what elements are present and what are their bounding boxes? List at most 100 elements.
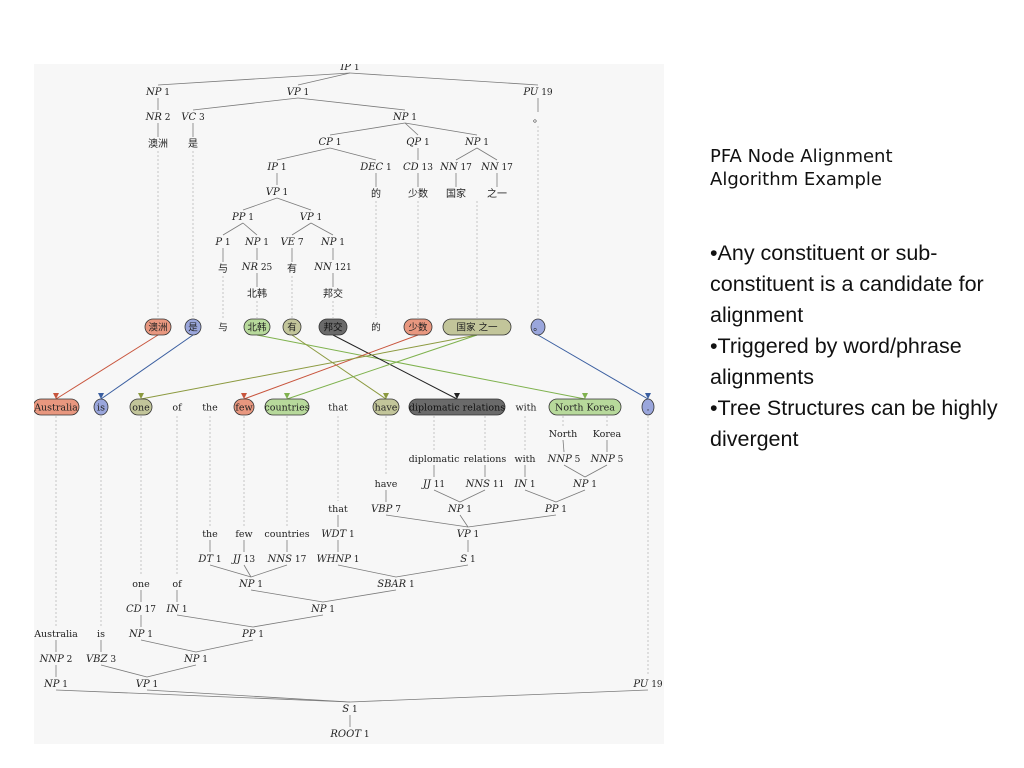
english-tree-node: DT 1 bbox=[197, 554, 221, 565]
tree-edge bbox=[584, 464, 608, 478]
english-aligned-word-pill bbox=[408, 398, 506, 416]
tree-edge bbox=[146, 664, 197, 678]
english-tree-node: NP 1 bbox=[447, 504, 472, 515]
chinese-tree-node: VP 1 bbox=[300, 212, 323, 223]
alignment-arrowhead bbox=[53, 393, 59, 399]
english-word: North bbox=[549, 429, 578, 440]
chinese-aligned-word-pill bbox=[243, 318, 271, 336]
english-aligned-word: with bbox=[515, 403, 536, 414]
slide-title-line: PFA Node Alignment bbox=[710, 146, 893, 167]
tree-edge bbox=[524, 489, 557, 503]
alignment-link bbox=[243, 334, 419, 400]
chinese-tree-node: VC 3 bbox=[181, 112, 205, 123]
english-tree-node: NNP 5 bbox=[590, 454, 624, 465]
chinese-word: 是 bbox=[188, 138, 198, 150]
chinese-aligned-word-pill bbox=[530, 318, 546, 336]
chinese-aligned-word: 。 bbox=[533, 323, 543, 334]
english-word: that bbox=[328, 504, 348, 515]
chinese-tree-node: IP 1 bbox=[266, 162, 286, 173]
tree-edge bbox=[455, 147, 478, 161]
english-tree-node: VP 1 bbox=[457, 529, 480, 540]
english-aligned-word-pill bbox=[129, 398, 153, 416]
slide-title-line: Algorithm Example bbox=[710, 169, 882, 190]
alignment-link bbox=[291, 334, 387, 400]
chinese-tree-node: IP 1 bbox=[339, 64, 359, 73]
alignment-link bbox=[537, 334, 649, 400]
tree-edge bbox=[242, 222, 258, 236]
chinese-tree-node: DEC 1 bbox=[359, 162, 392, 173]
chinese-tree-node: CP 1 bbox=[319, 137, 342, 148]
english-tree-node: PP 1 bbox=[241, 629, 264, 640]
chinese-tree-node: NP 1 bbox=[392, 112, 417, 123]
english-word: diplomatic bbox=[409, 454, 460, 465]
alignment-arrowhead bbox=[582, 393, 588, 399]
chinese-tree-node: QP 1 bbox=[406, 137, 430, 148]
english-aligned-word: Australia bbox=[34, 403, 78, 414]
alignment-link bbox=[256, 334, 586, 400]
tree-edge bbox=[476, 147, 498, 161]
chinese-tree-node: NN 121 bbox=[313, 262, 352, 273]
chinese-aligned-word-pill bbox=[282, 318, 302, 336]
english-tree-node: IN 1 bbox=[165, 604, 187, 615]
tree-edge bbox=[337, 564, 397, 578]
english-aligned-word: is bbox=[97, 403, 105, 414]
chinese-aligned-word-pill bbox=[442, 318, 512, 336]
english-tree-node: NP 1 bbox=[238, 579, 263, 590]
chinese-aligned-word: 的 bbox=[371, 322, 381, 334]
tree-edge bbox=[222, 222, 244, 236]
alignment-arrowhead bbox=[284, 393, 290, 399]
english-aligned-word: one bbox=[132, 403, 150, 414]
alignment-arrowhead bbox=[383, 393, 389, 399]
chinese-tree-node: CD 13 bbox=[403, 162, 433, 173]
alignment-link bbox=[55, 334, 159, 400]
alignment-link bbox=[286, 334, 478, 400]
chinese-tree-node: NN 17 bbox=[480, 162, 513, 173]
tree-edge bbox=[349, 72, 539, 86]
english-tree-node: ROOT 1 bbox=[329, 729, 369, 740]
chinese-aligned-word: 是 bbox=[188, 323, 198, 334]
english-tree-node: WHNP 1 bbox=[316, 554, 359, 565]
chinese-word: 的 bbox=[371, 187, 381, 200]
english-tree-node: IN 1 bbox=[513, 479, 535, 490]
bullet-list: •Any constituent or sub-constituent is a… bbox=[710, 238, 1010, 455]
bullet-item: •Tree Structures can be highly divergent bbox=[710, 396, 998, 451]
tree-edge bbox=[243, 564, 252, 578]
chinese-aligned-word: 澳洲 bbox=[148, 322, 167, 334]
tree-edge bbox=[404, 122, 419, 136]
chinese-word: 有 bbox=[287, 262, 297, 275]
chinese-aligned-word: 与 bbox=[218, 323, 228, 334]
tree-edge bbox=[176, 614, 254, 628]
english-tree-node: VP 1 bbox=[136, 679, 159, 690]
tree-edge bbox=[209, 564, 252, 578]
chinese-tree-node: NP 1 bbox=[145, 87, 170, 98]
tree-edge bbox=[395, 564, 469, 578]
chinese-tree-node: NP 1 bbox=[320, 237, 345, 248]
chinese-aligned-word-pill bbox=[144, 318, 172, 336]
english-word: is bbox=[97, 629, 105, 640]
tree-edge bbox=[329, 147, 377, 161]
tree-edge bbox=[459, 514, 469, 528]
chinese-tree-node: NR 25 bbox=[241, 262, 273, 273]
tree-edge bbox=[250, 564, 288, 578]
english-tree-node: PP 1 bbox=[544, 504, 567, 515]
english-aligned-word: North Korea bbox=[555, 403, 615, 414]
english-word: one bbox=[132, 579, 150, 590]
chinese-word: 少数 bbox=[408, 187, 428, 200]
english-tree-node: PU 19 bbox=[632, 679, 663, 690]
bullet-item: •Triggered by word/phrase alignments bbox=[710, 334, 962, 389]
english-tree-node: VBZ 3 bbox=[86, 654, 116, 665]
chinese-tree-node: NP 1 bbox=[244, 237, 269, 248]
english-aligned-word: have bbox=[375, 403, 398, 414]
chinese-aligned-word: 国家 之一 bbox=[456, 322, 498, 334]
english-aligned-word: that bbox=[328, 403, 348, 414]
english-aligned-word-pill bbox=[548, 398, 622, 416]
bullet-item: •Any constituent or sub-constituent is a… bbox=[710, 241, 984, 327]
tree-edge bbox=[291, 222, 312, 236]
chinese-tree-node: NP 1 bbox=[464, 137, 489, 148]
tree-edge bbox=[433, 489, 461, 503]
chinese-tree-node: NN 17 bbox=[439, 162, 472, 173]
english-tree-node: WDT 1 bbox=[321, 529, 355, 540]
